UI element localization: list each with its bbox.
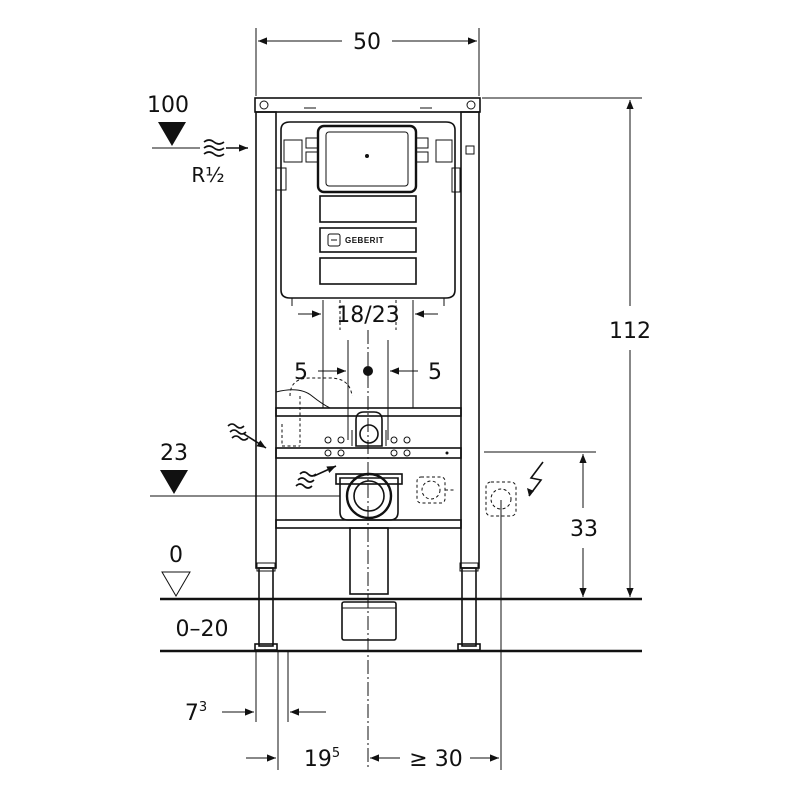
electrical-lightning-icon <box>528 461 544 497</box>
drain-bend <box>335 472 403 641</box>
cistern <box>275 107 475 306</box>
flush-plate-label: 18/23 <box>336 303 399 328</box>
width-label: 50 <box>353 30 381 55</box>
flush-pipe <box>275 377 449 457</box>
water-supply-wave-icon <box>203 139 248 157</box>
waste-water-wave-icon <box>295 465 337 489</box>
dimension-axis-offset <box>246 652 400 770</box>
floor-level-label: 0 <box>169 543 183 568</box>
floor-lines <box>160 597 642 653</box>
axis-offset-label: 195 <box>304 746 340 772</box>
floor-level-marker <box>161 571 191 597</box>
dimension-width <box>255 28 480 96</box>
floor-adjust-label: 0–20 <box>176 617 229 642</box>
offset-left-label: 5 <box>294 360 308 385</box>
water-inlet-wave-icon <box>227 423 267 449</box>
drain-height-label: 23 <box>160 441 188 466</box>
dimension-flush-plate <box>298 300 438 408</box>
foot-offset-label: 73 <box>185 700 207 726</box>
power-height-label: 33 <box>570 517 598 542</box>
total-height-label: 112 <box>609 319 651 344</box>
supply-height-label: 100 <box>147 93 189 118</box>
dimension-drain-height <box>150 470 340 497</box>
junction-box-internal <box>416 476 456 504</box>
junction-box-external <box>485 481 517 517</box>
dimension-foot-offset <box>222 652 326 722</box>
supply-thread-label: R½ <box>191 163 224 187</box>
dimension-total-height <box>482 97 642 597</box>
dimension-power-height <box>484 451 596 597</box>
dimension-supply-height <box>152 122 200 149</box>
offset-right-label: 5 <box>428 360 442 385</box>
power-offset-label: ≥ 30 <box>409 747 462 772</box>
brand-logo: GEBERIT <box>345 236 384 245</box>
